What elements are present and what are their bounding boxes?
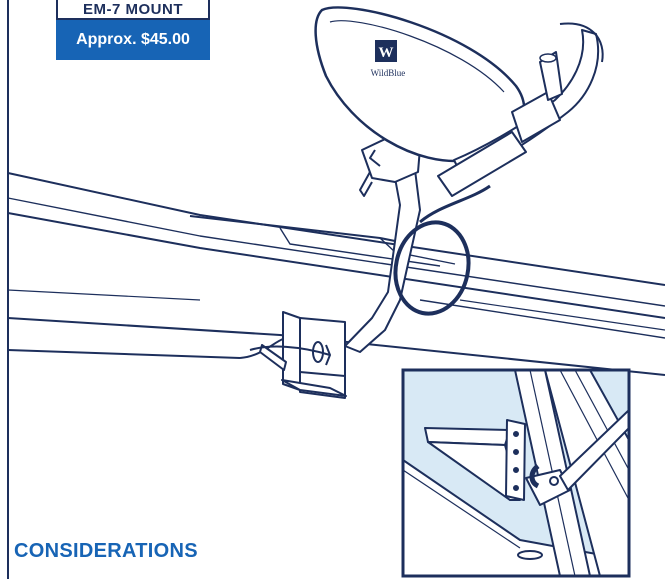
section-heading: CONSIDERATIONS: [14, 540, 198, 562]
mount-title: EM-7 MOUNT: [83, 1, 183, 18]
price-badge: Approx. $45.00: [56, 20, 210, 60]
wildblue-logo: W WildBlue: [371, 40, 406, 78]
rv-roof-structure: [7, 172, 665, 376]
side-bracket: [259, 311, 347, 399]
svg-text:WildBlue: WildBlue: [371, 68, 406, 78]
mount-name-tag: EM-7 MOUNT: [56, 0, 210, 20]
satellite-dish: W WildBlue: [314, 6, 604, 197]
detail-inset: [401, 368, 631, 578]
cable-loop: [249, 184, 491, 356]
svg-text:W: W: [379, 45, 394, 61]
